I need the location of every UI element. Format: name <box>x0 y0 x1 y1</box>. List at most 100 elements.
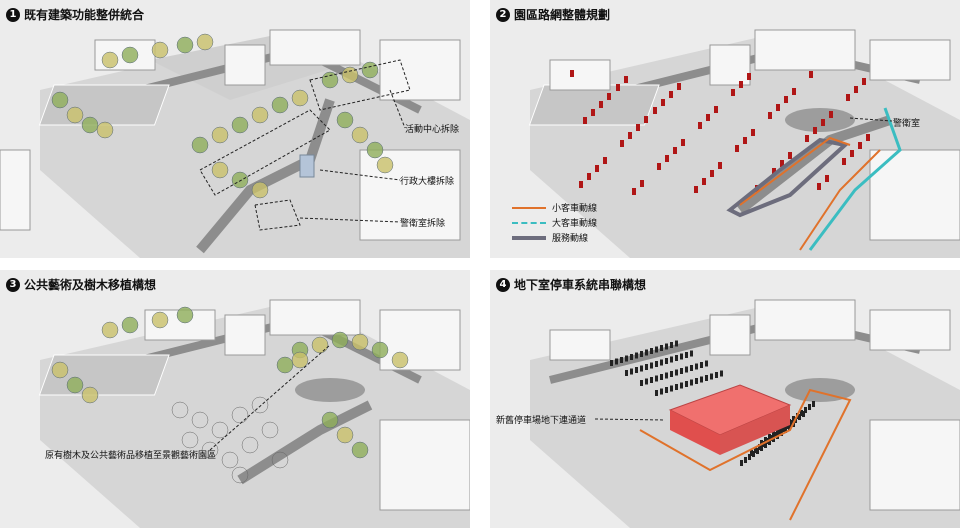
car <box>677 83 681 90</box>
parking-stall <box>655 390 658 396</box>
step-number: 2 <box>496 7 510 22</box>
parking-stall <box>650 377 653 383</box>
car <box>620 140 624 147</box>
bus-route <box>808 107 902 251</box>
parking-stall <box>705 375 708 381</box>
label-transplant: 原有樹木及公共藝術品移植至景觀藝術園區 <box>45 451 217 461</box>
panel-title: 1 既有建築功能整併統合 <box>6 6 144 23</box>
tree <box>176 306 194 324</box>
car <box>792 88 796 95</box>
tree <box>311 336 329 354</box>
tree <box>251 106 269 124</box>
car <box>813 127 817 134</box>
parking-stall <box>800 410 803 416</box>
tree <box>351 333 369 351</box>
tree <box>176 36 194 54</box>
parking-stall <box>788 424 791 430</box>
tree <box>181 431 199 449</box>
label-admin-building: 行政大樓拆除 <box>400 177 455 187</box>
parking-stall <box>792 416 795 422</box>
tree <box>391 351 409 369</box>
car <box>710 170 714 177</box>
car <box>636 124 640 131</box>
parking-stall <box>630 354 633 360</box>
parking-stall <box>635 352 638 359</box>
step-number: 1 <box>6 7 20 22</box>
tree <box>151 41 169 59</box>
parking-stall <box>675 355 678 361</box>
parking-stall <box>778 429 781 435</box>
parking-stall <box>640 380 643 386</box>
panel-title: 3 公共藝術及樹木移植構想 <box>6 276 156 293</box>
tree <box>276 356 294 374</box>
tree <box>231 116 249 134</box>
car <box>772 168 776 175</box>
parking-stall <box>685 352 688 358</box>
tree <box>96 121 114 139</box>
car <box>583 117 587 124</box>
tree <box>221 451 239 469</box>
car <box>846 94 850 101</box>
step-number: 3 <box>6 277 20 292</box>
car <box>780 160 784 167</box>
tree <box>291 89 309 107</box>
building <box>224 44 266 86</box>
car <box>739 81 743 88</box>
tree <box>211 421 229 439</box>
parking-stall <box>665 343 668 350</box>
parking-stall <box>754 447 757 453</box>
label-activity-center: 活動中心拆除 <box>405 125 460 135</box>
tree <box>291 351 309 369</box>
parking-stall <box>655 375 658 382</box>
parking-stall <box>660 374 663 380</box>
title-text: 公共藝術及樹木移植構想 <box>24 278 157 292</box>
car <box>842 158 846 165</box>
parking-stall <box>615 358 618 365</box>
parking-stall <box>744 457 747 463</box>
car <box>751 129 755 136</box>
parking-stall <box>645 364 648 370</box>
parking-stall <box>645 378 648 385</box>
parking-stall <box>645 349 648 356</box>
tree <box>251 396 269 414</box>
legend-item-car-route: 小客車動線 <box>512 200 597 215</box>
parking-stall <box>660 359 663 366</box>
tree <box>66 106 84 124</box>
tree <box>121 46 139 64</box>
parking-stall <box>700 376 703 383</box>
tree <box>81 386 99 404</box>
car <box>661 99 665 106</box>
car <box>698 122 702 129</box>
parking-stall <box>760 445 763 451</box>
car <box>862 78 866 85</box>
car <box>603 157 607 164</box>
parking-stall <box>812 401 815 407</box>
car <box>694 186 698 193</box>
parking-stall <box>620 357 623 363</box>
car <box>821 119 825 126</box>
tree <box>261 421 279 439</box>
step-number: 4 <box>496 277 510 292</box>
car <box>747 73 751 80</box>
car <box>788 152 792 159</box>
tree <box>151 311 169 329</box>
parking-stall <box>740 460 743 466</box>
parking-stall <box>774 432 777 438</box>
label-guard-house: 警衛室拆除 <box>400 219 446 229</box>
tree <box>196 33 214 51</box>
car <box>628 132 632 139</box>
title-text: 既有建築功能整併統合 <box>24 8 145 22</box>
car <box>607 93 611 100</box>
transplant-pointer <box>209 344 331 451</box>
building <box>359 149 461 241</box>
tree <box>211 126 229 144</box>
parking-stall <box>750 450 753 456</box>
car <box>784 96 788 103</box>
parking-stall <box>715 372 718 378</box>
tree <box>271 96 289 114</box>
parking-stall <box>660 388 663 395</box>
tree <box>231 466 249 484</box>
parking-stall <box>790 420 793 426</box>
panel-3: 3 公共藝術及樹木移植構想 原有樹木及公共藝術品移植至景觀藝術園區 <box>0 270 470 528</box>
parking-stall <box>756 448 759 454</box>
